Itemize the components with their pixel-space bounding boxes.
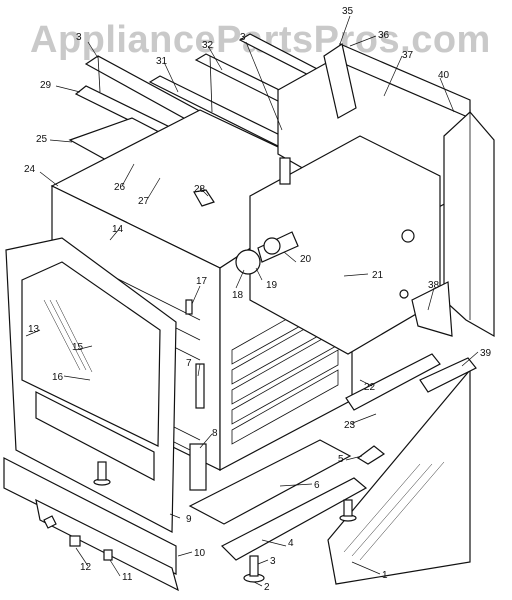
- callout-1: 1: [382, 570, 388, 581]
- bottom-tray: [188, 439, 368, 561]
- callout-40: 40: [438, 70, 450, 81]
- callout-27: 27: [138, 196, 150, 207]
- callout-4: 4: [288, 538, 294, 549]
- callout-20: 20: [300, 254, 312, 265]
- callout-21: 21: [372, 270, 384, 281]
- bottom-trim: [3, 457, 179, 592]
- burner-assembly: [235, 157, 299, 275]
- callout-29: 29: [40, 80, 52, 91]
- leveling-legs: [93, 461, 357, 583]
- callout-10: 10: [194, 548, 206, 559]
- callout-3: 3: [240, 32, 246, 43]
- callout-24: 24: [24, 164, 36, 175]
- callout-26: 26: [114, 182, 126, 193]
- callout-11: 11: [122, 572, 133, 583]
- callout-28: 28: [194, 184, 206, 195]
- callout-19: 19: [266, 280, 278, 291]
- front-door-frame: [5, 237, 177, 533]
- side-panel: [327, 368, 471, 585]
- callout-25: 25: [36, 134, 48, 145]
- callout-2: 2: [264, 582, 270, 593]
- callout-31: 31: [156, 56, 168, 67]
- callout-37: 37: [402, 50, 414, 61]
- callout-5: 5: [338, 454, 344, 465]
- side-frame-rails: [323, 43, 495, 338]
- callout-38: 38: [428, 280, 440, 291]
- callout-35: 35: [342, 6, 354, 17]
- callout-23: 23: [344, 420, 356, 431]
- callout-18: 18: [232, 290, 244, 301]
- leader-lines: [25, 15, 479, 587]
- callout-labels: 1 2 3 3 3 4 5 6 7 8 9 10 11 12 13 14 15 …: [24, 6, 492, 593]
- small-parts: [43, 189, 386, 561]
- callout-13: 13: [28, 324, 40, 335]
- callout-6: 6: [314, 480, 320, 491]
- callout-32: 32: [202, 40, 214, 51]
- back-panel: [249, 43, 471, 355]
- callout-7: 7: [186, 358, 192, 369]
- base-rails: [345, 353, 477, 411]
- callout-9: 9: [186, 514, 192, 525]
- callout-3: 3: [76, 32, 82, 43]
- callout-8: 8: [212, 428, 218, 439]
- callout-17: 17: [196, 276, 208, 287]
- callout-15: 15: [72, 342, 84, 353]
- callout-3: 3: [270, 556, 276, 567]
- callout-14: 14: [112, 224, 124, 235]
- callout-12: 12: [80, 562, 92, 573]
- callout-36: 36: [378, 30, 390, 41]
- callout-39: 39: [480, 348, 492, 359]
- callout-16: 16: [52, 372, 64, 383]
- callout-22: 22: [364, 382, 376, 393]
